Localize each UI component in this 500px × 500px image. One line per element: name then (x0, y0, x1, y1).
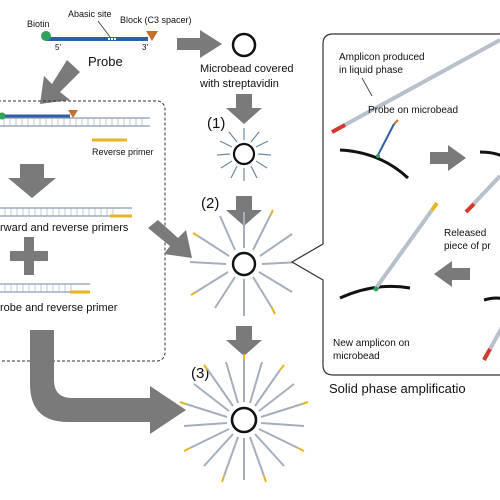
arrow-panel-right (430, 145, 466, 171)
hybrid-strand-bottom-end (482, 348, 492, 361)
solid-phase-callout (290, 33, 500, 376)
microbead-label-line1: Microbead covered (200, 63, 294, 75)
released-label-1: Released (444, 228, 486, 239)
arrow-probe-to-bead (177, 30, 222, 58)
new-amplicon-label-2: microbead (333, 351, 380, 362)
new-amplicon-label-1: New amplicon on (333, 338, 410, 349)
plus-icon (10, 237, 48, 275)
probe-label: Probe (88, 54, 123, 69)
step1-label: (1) (207, 115, 225, 132)
amplicon-liquid-label-2: in liquid phase (339, 65, 403, 76)
arrow-step1-to-step2 (226, 196, 262, 226)
duplex-probe-template (0, 110, 150, 127)
step2-label: (2) (201, 195, 219, 212)
duplex-probe-reverse (0, 283, 90, 294)
bead-surface-1 (339, 148, 410, 180)
fwd-rev-primers-label: rward and reverse primers (0, 222, 129, 234)
abasic-label: Abasic site (68, 9, 112, 19)
amplicon-liquid-label-1: Amplicon produced (339, 52, 425, 63)
arrow-panel-left (434, 261, 470, 287)
new-amplicon-strand (373, 201, 439, 292)
arrow-probe-to-pcr (40, 60, 80, 104)
liquid-amplicon (331, 38, 500, 134)
microbead-icon (231, 32, 257, 58)
five-prime-label: 5' (55, 43, 61, 52)
reverse-primer-label: Reverse primer (92, 147, 154, 157)
biotin-label: Biotin (27, 19, 50, 29)
block-icon (146, 31, 158, 41)
arrow-bead-to-step1 (226, 94, 262, 124)
probe-on-bead (376, 119, 399, 158)
duplex-forward-reverse (0, 207, 132, 218)
arrow-box-to-step3 (30, 330, 186, 434)
three-prime-label: 3' (142, 43, 148, 52)
bead-with-probes (216, 128, 272, 181)
pcr-box (0, 100, 166, 362)
bead-surface-2 (479, 150, 500, 157)
arrow-box-down-1 (8, 164, 56, 198)
amplicon-pointer (361, 77, 373, 97)
probe-on-bead-label: Probe on microbead (368, 105, 458, 116)
microbead-label-line2: with streptavidin (199, 78, 279, 90)
arrow-box-to-step2 (148, 220, 192, 258)
biotin-icon (41, 31, 51, 41)
hybrid-strand-top-end (464, 202, 476, 214)
bead-with-dense-amplicons (179, 354, 309, 483)
solid-phase-label: Solid phase amplificatio (329, 381, 466, 396)
arrow-step2-to-step3 (226, 326, 262, 356)
probe-rev-primer-label: robe and reverse primer (0, 302, 118, 314)
probe-schematic: Abasic site Block (C3 spacer) Biotin 5' … (27, 9, 192, 69)
abasic-pointer (97, 20, 111, 38)
bead-surface-4 (483, 296, 500, 302)
released-label-2: piece of pr (444, 241, 491, 252)
block-label: Block (C3 spacer) (120, 15, 192, 25)
bead-with-amplicons (189, 209, 306, 316)
step3-label: (3) (191, 365, 209, 382)
